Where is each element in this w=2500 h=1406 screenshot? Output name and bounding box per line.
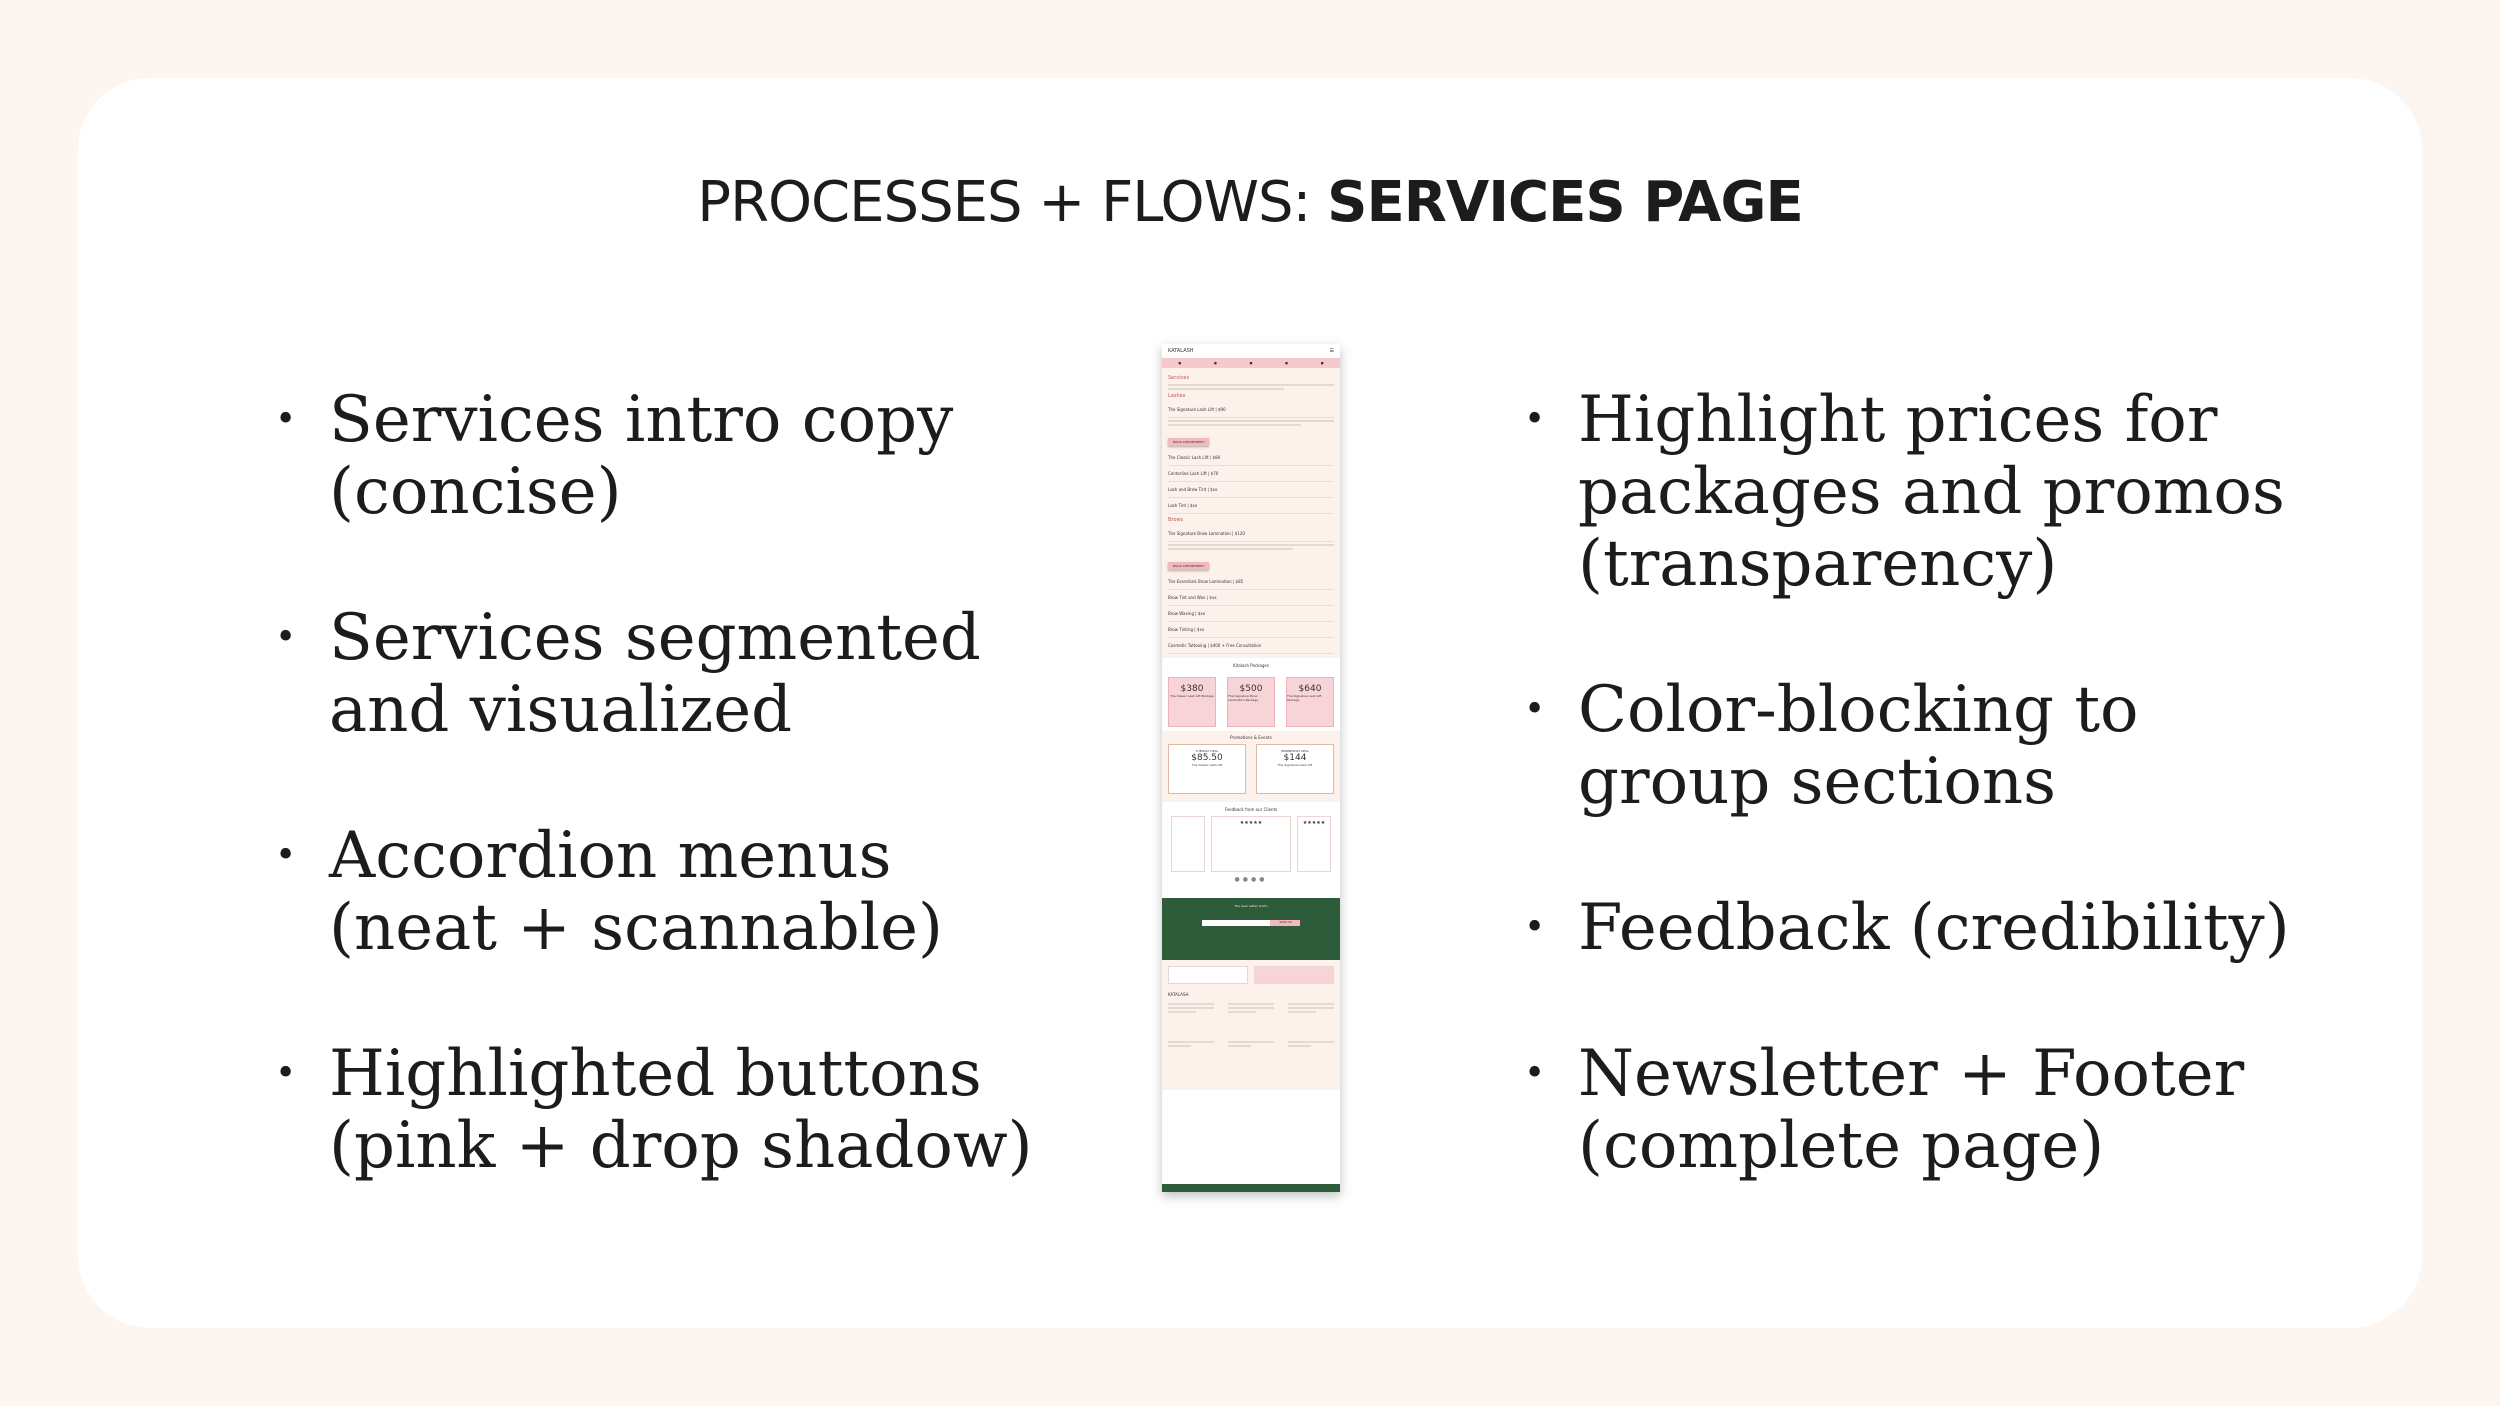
thumb-footer-box bbox=[1254, 966, 1334, 984]
menu-icon: ☰ bbox=[1329, 348, 1334, 354]
carousel-dots-icon: ●●●● bbox=[1234, 876, 1268, 883]
thumb-email-input bbox=[1201, 920, 1270, 926]
bullet-dot-icon: • bbox=[275, 1053, 297, 1094]
thumb-brows-heading: Brows bbox=[1168, 517, 1184, 523]
thumb-feedback-card bbox=[1171, 816, 1205, 872]
thumb-footer-box bbox=[1168, 966, 1248, 984]
bullet-dot-icon: • bbox=[275, 399, 297, 440]
thumb-lash-item: The Classic Lash Lift | $80 bbox=[1168, 450, 1334, 466]
thumb-brow-item: The Essentials Brow Lamination | $85 bbox=[1168, 574, 1334, 590]
bullet-dot-icon: • bbox=[1524, 1053, 1546, 1094]
thumb-promos-heading: Promotions & Events bbox=[1230, 735, 1272, 740]
slide-title: PROCESSES + FLOWS: SERVICES PAGE bbox=[697, 170, 1803, 235]
thumb-book-button: BOOK APPOINTMENT bbox=[1168, 562, 1210, 570]
thumb-signup-button: SIGN UP bbox=[1270, 920, 1301, 926]
thumb-footer: KATALASH bbox=[1162, 960, 1340, 1090]
thumb-brow-item: Brow Tint and Wax | $xx bbox=[1168, 590, 1334, 606]
bullet-dot-icon: • bbox=[1524, 907, 1546, 948]
thumb-bottom-bar bbox=[1162, 1184, 1340, 1192]
thumb-lash-item: The Signature Lash Lift | $90 bbox=[1168, 402, 1334, 418]
thumb-brand: KATALASH bbox=[1168, 348, 1194, 354]
thumb-brow-item: Cosmetic Tattooing | $400 + Free Consult… bbox=[1168, 638, 1334, 654]
bullet-feedback: •Feedback (credibility) bbox=[1524, 891, 2290, 965]
thumb-packages-heading: Kitalash Packages bbox=[1233, 663, 1269, 668]
thumb-packages-section: Kitalash Packages bbox=[1162, 658, 1340, 673]
star-rating-icon: ★★★★★ bbox=[1302, 820, 1326, 826]
bullet-segmented: •Services segmented and visualized bbox=[275, 601, 981, 747]
thumb-book-button: BOOK APPOINTMENT bbox=[1168, 438, 1210, 446]
thumb-feedback-heading: Feedback from our Clients bbox=[1224, 807, 1278, 812]
thumb-brow-item: Brow Tinting | $xx bbox=[1168, 622, 1334, 638]
bullet-newsletter: •Newsletter + Footer (complete page) bbox=[1524, 1037, 2245, 1183]
thumb-feedback-card: ★★★★★ bbox=[1297, 816, 1331, 872]
thumb-lash-item: Lash and Brow Tint | $xx bbox=[1168, 482, 1334, 498]
left-bullet-list: •Services intro copy (concise) •Services… bbox=[275, 384, 1075, 1256]
bullet-prices: •Highlight prices for packages and promo… bbox=[1524, 383, 2285, 601]
bullet-color-blocking: •Color-blocking to group sections bbox=[1524, 673, 2139, 819]
thumb-brow-item: Brow Waxing | $xx bbox=[1168, 606, 1334, 622]
bullet-buttons: •Highlighted buttons (pink + drop shadow… bbox=[275, 1037, 1033, 1183]
thumb-lash-item: Centerline Lash Lift | $70 bbox=[1168, 466, 1334, 482]
thumb-feedback-card: ★★★★★ bbox=[1211, 816, 1291, 872]
thumb-lash-item: Lash Tint | $xx bbox=[1168, 498, 1334, 514]
bullet-dot-icon: • bbox=[275, 617, 297, 658]
thumb-footer-brand: KATALASH bbox=[1168, 992, 1189, 997]
thumb-services-section: Services Lashes The Signature Lash Lift … bbox=[1162, 368, 1340, 658]
right-bullet-list: •Highlight prices for packages and promo… bbox=[1524, 384, 2344, 1182]
thumb-newsletter-heading: The Lash Letter (10%) bbox=[1234, 904, 1268, 908]
thumb-nav: KATALASH ☰ bbox=[1162, 344, 1340, 358]
thumb-feedback-section: Feedback from our Clients ★★★★★ ★★★★★ ●●… bbox=[1162, 802, 1340, 888]
bullet-dot-icon: • bbox=[1524, 399, 1546, 440]
bullet-intro-copy: •Services intro copy (concise) bbox=[275, 383, 954, 529]
star-rating-icon: ★★★★★ bbox=[1239, 820, 1263, 826]
thumb-intro-heading: Services bbox=[1168, 375, 1190, 381]
bullet-accordion: •Accordion menus (neat + scannable) bbox=[275, 819, 943, 965]
thumb-lashes-heading: Lashes bbox=[1168, 393, 1186, 399]
thumb-brow-item: The Signature Brow Lamination | $120 bbox=[1168, 526, 1334, 542]
bullet-dot-icon: • bbox=[1524, 689, 1546, 730]
bullet-dot-icon: • bbox=[275, 835, 297, 876]
services-page-thumbnail: KATALASH ☰ ■■■■■ Services Lashes The Sig… bbox=[1162, 344, 1340, 1192]
thumb-newsletter-section: The Lash Letter (10%) SIGN UP bbox=[1162, 898, 1340, 960]
thumb-pink-nav: ■■■■■ bbox=[1162, 358, 1340, 368]
